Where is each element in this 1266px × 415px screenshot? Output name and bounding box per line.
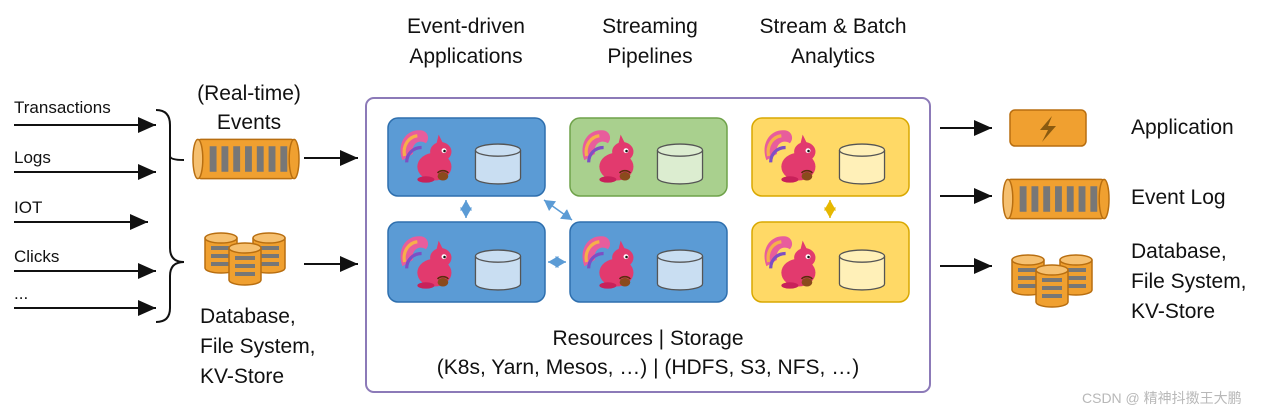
pipeline-box-top [569,117,728,197]
output-db-label-line2: File System, [1131,270,1247,293]
event-log-icon [1002,178,1110,220]
header-analytics-line2: Analytics [790,45,876,68]
header-analytics-line1: Stream & Batch [759,15,907,38]
source-transactions: Transactions [14,98,111,117]
inter-box-arrows [460,199,836,268]
resources-storage-title: Resources | Storage [552,327,744,350]
app-box-bottom-left [387,221,546,303]
analytics-box-bottom [751,221,910,303]
output-event-log-label: Event Log [1131,186,1226,209]
header-event-driven-line2: Applications [409,45,523,68]
input-db-label-line3: KV-Store [200,365,285,388]
output-application-label: Application [1131,116,1234,139]
source-iot: IOT [14,198,43,217]
events-label-line2: Events [216,111,282,134]
output-db-label-line3: KV-Store [1131,300,1216,323]
watermark: CSDN @ 精神抖擞王大鹏 [1082,390,1242,406]
input-database-icon [204,232,286,286]
output-arrows [940,120,992,274]
input-arrows [14,117,156,316]
header-event-driven-line1: Event-driven [407,15,525,38]
header-streaming-line2: Pipelines [607,45,693,68]
application-lightning-icon [1009,109,1087,147]
input-db-label-line1: Database, [200,305,296,328]
input-db-label-line2: File System, [200,335,316,358]
header-streaming-line1: Streaming [602,15,698,38]
events-label-line1: (Real-time) [197,82,301,105]
source-logs: Logs [14,148,51,167]
output-db-label-line1: Database, [1131,240,1227,263]
output-database-icon [1011,254,1093,308]
app-box-top-left [387,117,546,197]
analytics-box-top [751,117,910,197]
pipeline-box-bottom [569,221,728,303]
source-clicks: Clicks [14,247,60,266]
source-more: ... [14,284,29,303]
resources-storage-detail: (K8s, Yarn, Mesos, …) | (HDFS, S3, NFS, … [436,356,860,379]
input-brace [155,109,185,323]
events-queue-icon [192,138,300,180]
